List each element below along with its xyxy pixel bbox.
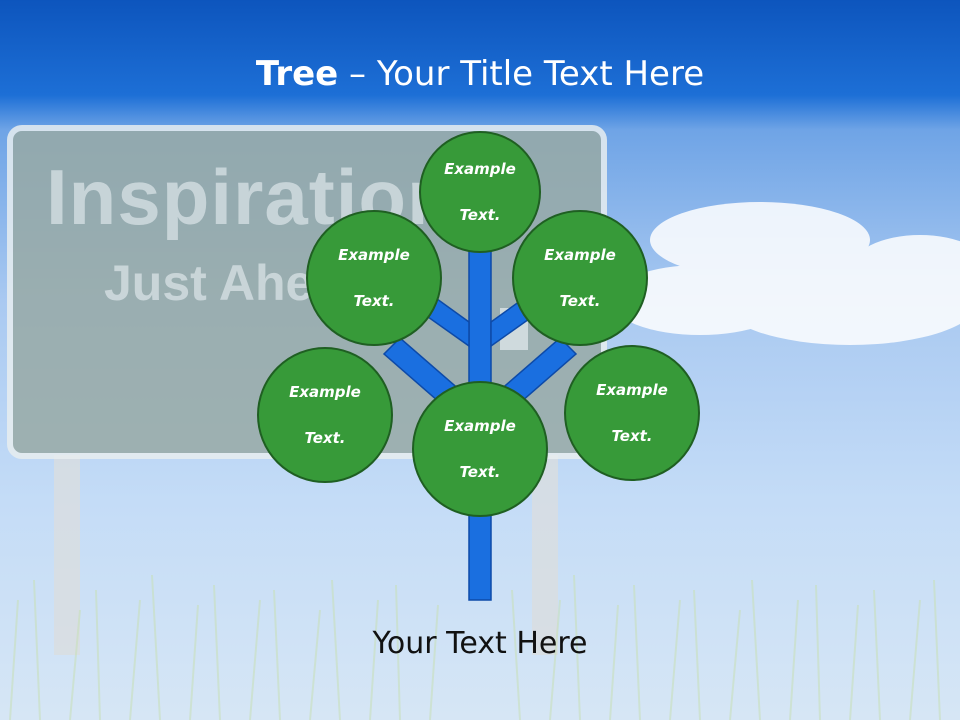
title-bold: Tree (255, 54, 339, 94)
title-dash: – (338, 54, 377, 94)
node-text-line1: Example (289, 382, 361, 401)
sign-post-left (54, 455, 80, 655)
node-text-line2: Text. (459, 462, 501, 481)
node-text-line2: Text. (353, 291, 395, 310)
node-text-line1: Example (596, 380, 668, 399)
slide-title: Tree – Your Title Text Here (0, 52, 960, 96)
grass (9, 574, 941, 720)
node-text-line2: Text. (611, 426, 653, 445)
node-text-line1: Example (544, 245, 616, 264)
node-text-line2: Text. (559, 291, 601, 310)
title-rest: Your Title Text Here (376, 54, 705, 94)
node-text-line1: Example (338, 245, 410, 264)
node-text-line2: Text. (459, 205, 501, 224)
node-text-line2: Text. (304, 428, 346, 447)
node-text-line1: Example (444, 159, 516, 178)
sign-post-right (532, 455, 558, 655)
cloud (610, 202, 960, 345)
node-text-line1: Example (444, 416, 516, 435)
bottom-text[interactable]: Your Text Here (372, 626, 588, 661)
